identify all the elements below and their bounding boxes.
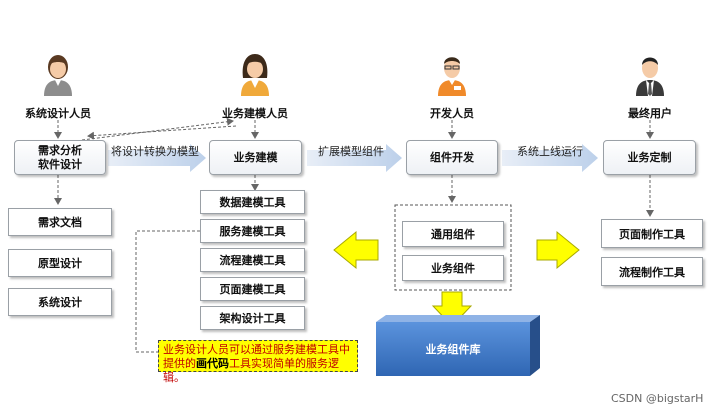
library-front xyxy=(376,322,530,376)
component-item: 通用组件 xyxy=(402,221,504,247)
custom-tool: 页面制作工具 xyxy=(601,219,703,248)
flow-label-extend: 扩展模型组件 xyxy=(318,145,384,158)
modeling-tool: 页面建模工具 xyxy=(200,277,305,301)
requirement-doc: 需求文档 xyxy=(8,208,112,236)
flow-arrow xyxy=(108,144,206,172)
male-tie-person-icon xyxy=(632,50,668,96)
component-library-label: 业务组件库 xyxy=(425,343,481,356)
flow-arrow xyxy=(307,144,402,172)
requirement-doc: 系统设计 xyxy=(8,288,112,316)
watermark: CSDN @bigstarH xyxy=(611,392,704,405)
stage-requirements-line2: 软件设计 xyxy=(38,157,82,171)
connector xyxy=(81,117,234,141)
role-label-developer: 开发人员 xyxy=(430,107,474,120)
note-line1: 业务设计人员可以通过服务建模工具中 xyxy=(163,343,350,356)
modeling-tool: 服务建模工具 xyxy=(200,219,305,243)
stage-requirements: 需求分析 软件设计 xyxy=(14,140,106,175)
note-line2-pre: 提供的 xyxy=(163,357,196,370)
flow-label-convert: 将设计转换为模型 xyxy=(111,145,199,158)
library-top xyxy=(376,315,540,322)
custom-tool: 流程制作工具 xyxy=(601,257,703,286)
component-item: 业务组件 xyxy=(402,255,504,281)
role-label-end-user: 最终用户 xyxy=(628,107,672,120)
modeling-tool: 数据建模工具 xyxy=(200,190,305,214)
role-label-system-designer: 系统设计人员 xyxy=(25,107,91,120)
connector xyxy=(87,125,237,140)
female-person-icon xyxy=(40,50,76,96)
modeling-tool: 架构设计工具 xyxy=(200,306,305,330)
connector xyxy=(135,230,200,353)
note-line2-post: 工具实现简单的服务逻辑。 xyxy=(163,357,339,384)
female-person-icon xyxy=(237,50,273,96)
library-side xyxy=(530,315,540,376)
stage-requirements-line1: 需求分析 xyxy=(38,143,82,157)
male-badge-person-icon xyxy=(434,50,470,96)
requirement-doc: 原型设计 xyxy=(8,249,112,277)
stage-component-dev: 组件开发 xyxy=(406,140,498,175)
stage-business-modeling: 业务建模 xyxy=(209,140,302,175)
modeling-tool: 流程建模工具 xyxy=(200,248,305,272)
note-line2: 提供的画代码工具实现简单的服务逻辑。 xyxy=(163,357,353,385)
component-group-border xyxy=(394,204,512,291)
note-line2-bold: 画代码 xyxy=(196,357,229,370)
flow-arrow xyxy=(502,144,598,172)
flow-label-deploy: 系统上线运行 xyxy=(517,145,583,158)
yellow-arrow-left xyxy=(333,230,379,270)
stage-business-custom: 业务定制 xyxy=(603,140,696,175)
role-label-business-modeler: 业务建模人员 xyxy=(222,107,288,120)
service-logic-note: 业务设计人员可以通过服务建模工具中 提供的画代码工具实现简单的服务逻辑。 xyxy=(158,340,358,384)
yellow-arrow-right xyxy=(536,230,580,270)
